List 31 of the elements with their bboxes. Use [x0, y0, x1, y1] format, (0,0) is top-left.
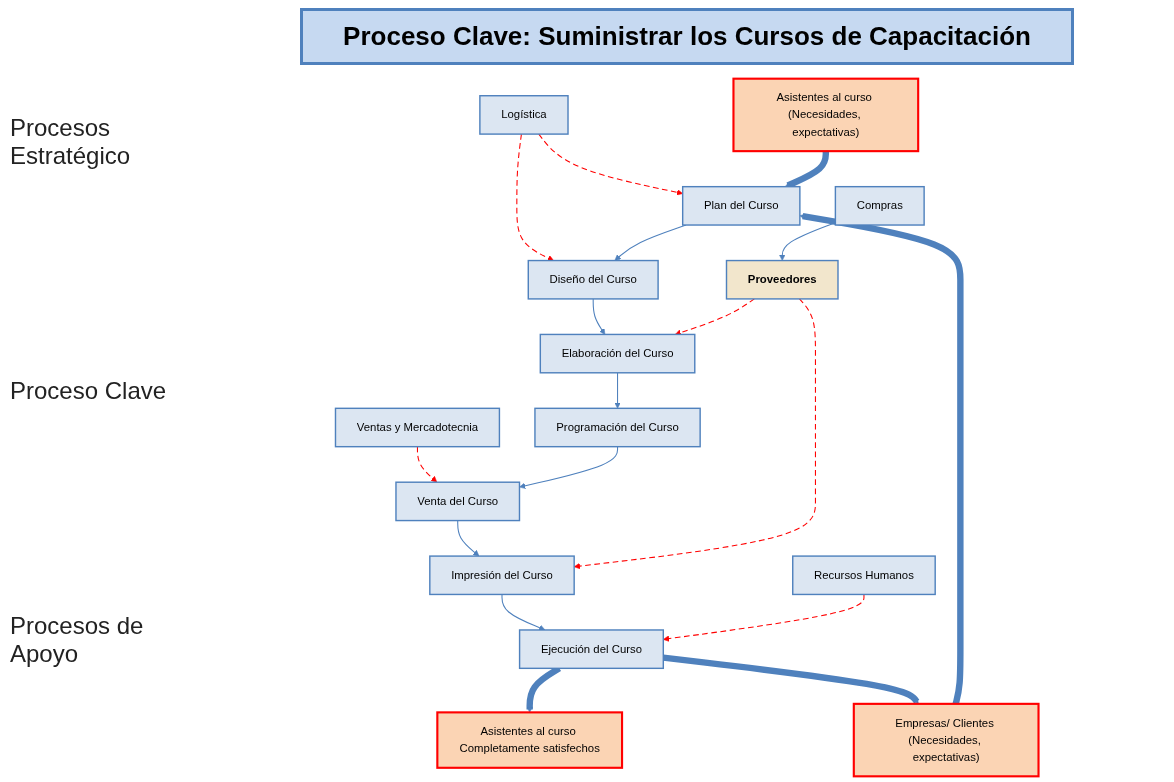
node-box: Asistentes al curso Completamente satisfechos [436, 711, 624, 769]
arrow [779, 222, 836, 261]
lane-label: Proceso Clave [10, 377, 168, 405]
node-box: Compras [834, 185, 925, 226]
arrow [538, 133, 683, 196]
arrow [416, 446, 438, 483]
arrow [457, 520, 480, 557]
arrow [674, 298, 755, 336]
node-box: Empresas/ Clientes (Necesidades, expectativas) [852, 702, 1040, 778]
node-box: Asistentes al curso (Necesidades, expectativas) [732, 77, 920, 153]
node-box: Logística [479, 95, 569, 135]
arrow [663, 593, 865, 642]
node-box: Ejecución del Curso [518, 629, 664, 670]
node-box: Elaboración del Curso [539, 333, 696, 374]
node-box: Programación del Curso [534, 407, 701, 448]
lane-label: Procesos de Apoyo [10, 612, 145, 669]
arrow [516, 133, 554, 261]
node-box: Recursos Humanos [792, 555, 936, 596]
node-box: Diseño del Curso [527, 259, 659, 300]
arrow [614, 372, 621, 409]
lane-label: Procesos Estratégico [10, 113, 132, 170]
arrow [501, 593, 546, 631]
arrow [519, 446, 619, 489]
title-banner: Proceso Clave: Suministrar los Cursos de Capacitación [300, 8, 1074, 65]
arrow [592, 298, 606, 335]
arrow [662, 654, 920, 705]
node-box: Impresión del Curso [429, 555, 575, 596]
node-box: Plan del Curso [681, 185, 801, 226]
node-box: Venta del Curso [395, 481, 521, 522]
node-box: Ventas y Mercadotecnia [334, 407, 501, 448]
node-box: Proveedores [725, 259, 839, 300]
